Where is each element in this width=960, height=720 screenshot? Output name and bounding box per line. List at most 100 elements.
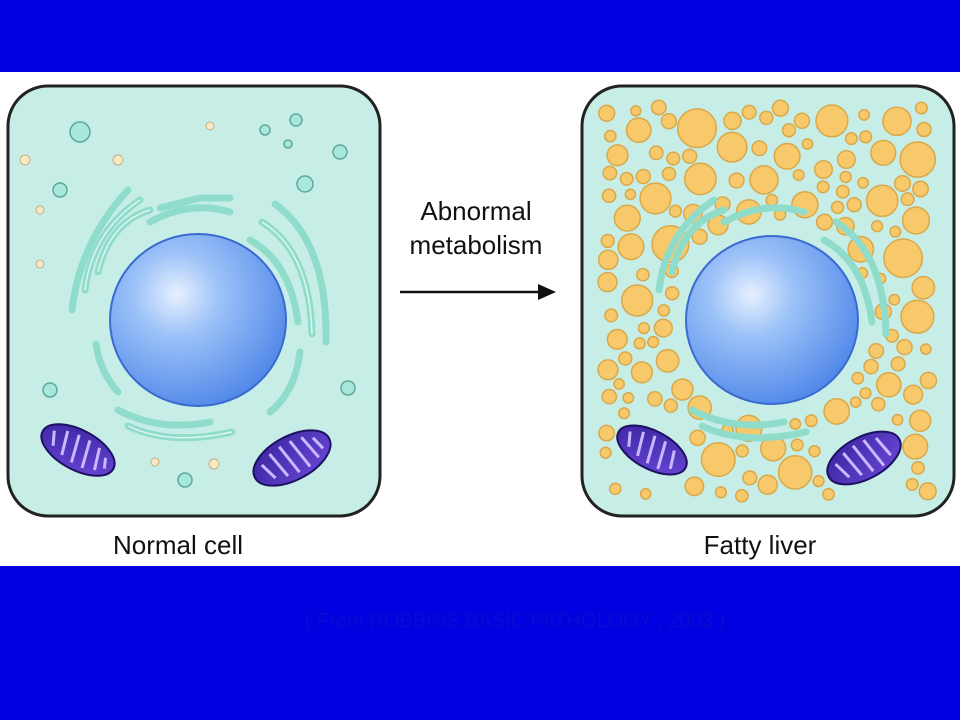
lipid-droplet (890, 356, 906, 372)
lipid-droplet (633, 337, 646, 350)
lipid-droplet (664, 285, 680, 301)
lipid-droplet (815, 213, 834, 231)
lipid-droplet (773, 142, 801, 170)
lipid-droplet (716, 131, 748, 163)
lipid-droplet (619, 171, 634, 186)
lipid-droplet (608, 482, 622, 496)
lipid-droplet (635, 168, 652, 185)
lipid-droplet (858, 108, 871, 121)
lipid-droplet (751, 140, 768, 157)
fatty-cell-mitochondrion-right (826, 430, 902, 486)
lipid-droplet (689, 429, 706, 447)
lipid-droplet (622, 391, 635, 404)
transition-arrow: Abnormal metabolism (400, 196, 556, 300)
lipid-droplet (793, 112, 811, 130)
lipid-droplet (606, 328, 628, 351)
lipid-droplet (759, 110, 774, 126)
lipid-droplet (771, 99, 790, 117)
lipid-droplet (650, 99, 667, 116)
lipid-droplet (723, 111, 742, 131)
lipid-droplet (919, 371, 938, 390)
lipid-droplet (620, 284, 654, 317)
lipid-droplet (911, 460, 925, 475)
arrow-label-line1: Abnormal (420, 196, 531, 226)
lipid-droplet (603, 129, 617, 143)
lipid-droplet (661, 166, 677, 182)
lipid-droplet (598, 424, 616, 442)
lipid-droplet (601, 188, 617, 204)
lipid-droplet (630, 361, 654, 384)
fatty-liver-cell: Fatty liver (580, 84, 956, 560)
normal-cell-mitochondrion-right (252, 429, 332, 487)
lipid-droplet (863, 358, 879, 375)
lipid-droplet (789, 418, 802, 430)
lipid-droplet (639, 488, 652, 500)
normal-cell-mitochondrion-left (40, 423, 116, 477)
lipid-droplet (598, 104, 616, 122)
lipid-droplet (617, 233, 645, 261)
figure-panel: Normal cell Abnormal metabolism (0, 72, 960, 566)
lipid-droplet (902, 433, 929, 460)
lipid-droplet (870, 220, 884, 233)
lipid-droplet (700, 441, 736, 478)
lipid-droplet (889, 225, 902, 238)
lipid-droplet (835, 184, 850, 199)
lipid-droplet (657, 304, 671, 317)
lipid-droplet (870, 396, 886, 412)
lipid-droplet (647, 335, 660, 349)
lipid-droplet (830, 200, 845, 215)
lipid-droplet (816, 180, 830, 194)
lipid-droplet (600, 233, 615, 249)
lipid-droplet (639, 182, 672, 215)
normal-cell-caption: Normal cell (113, 530, 243, 560)
lipid-droplet (857, 176, 870, 189)
lipid-droplet (808, 444, 821, 458)
fatty-cell-nucleus (685, 235, 859, 405)
lipid-droplet (742, 470, 758, 486)
lipid-droplet (883, 238, 924, 279)
lipid-droplet (900, 192, 915, 207)
lipid-droplet (893, 174, 912, 193)
lipid-droplet (888, 293, 901, 306)
lipid-droplet (606, 144, 629, 167)
lipid-droplet (896, 338, 913, 356)
lipid-droplet (637, 321, 651, 335)
lipid-droplet (822, 487, 835, 501)
lipid-droplet (870, 139, 897, 166)
normal-cell-small-granules (19, 121, 220, 470)
lipid-droplet (777, 455, 813, 490)
lipid-droplet (602, 165, 618, 181)
lipid-droplet (653, 318, 673, 338)
lipid-droplet (599, 446, 612, 459)
fatty-liver-diagram: Normal cell Abnormal metabolism (6, 84, 956, 560)
lipid-droplet (900, 299, 935, 334)
lipid-droplet (668, 204, 683, 218)
lipid-droplet (684, 476, 705, 497)
lipid-droplet (647, 391, 663, 407)
lipid-droplet (916, 121, 932, 138)
lipid-droplet (849, 396, 862, 408)
lipid-droplet (846, 196, 862, 213)
lipid-droplet (618, 407, 631, 420)
lipid-droplet (691, 228, 708, 245)
lipid-droplet (901, 206, 931, 235)
lipid-droplet (660, 112, 678, 130)
lipid-droplet (839, 170, 852, 184)
lipid-droplet (671, 378, 694, 401)
lipid-droplet (728, 172, 745, 189)
lipid-droplet (882, 106, 912, 137)
lipid-droplet (914, 101, 928, 115)
lipid-droplets (597, 99, 938, 503)
source-citation: ( From ROBBINS BASIC PATHOLOGY , 2003 ) (304, 610, 726, 632)
lipid-droplet (749, 165, 779, 195)
lipid-droplet (851, 371, 865, 385)
lipid-droplet (618, 351, 633, 366)
lipid-droplet (648, 145, 664, 161)
lipid-droplet (911, 275, 936, 300)
lipid-droplet (781, 123, 797, 138)
lipid-droplet (859, 387, 872, 400)
lipid-droplet (813, 159, 834, 180)
normal-cell: Normal cell (6, 84, 382, 560)
lipid-droplet (597, 249, 619, 271)
lipid-droplet (908, 409, 932, 433)
